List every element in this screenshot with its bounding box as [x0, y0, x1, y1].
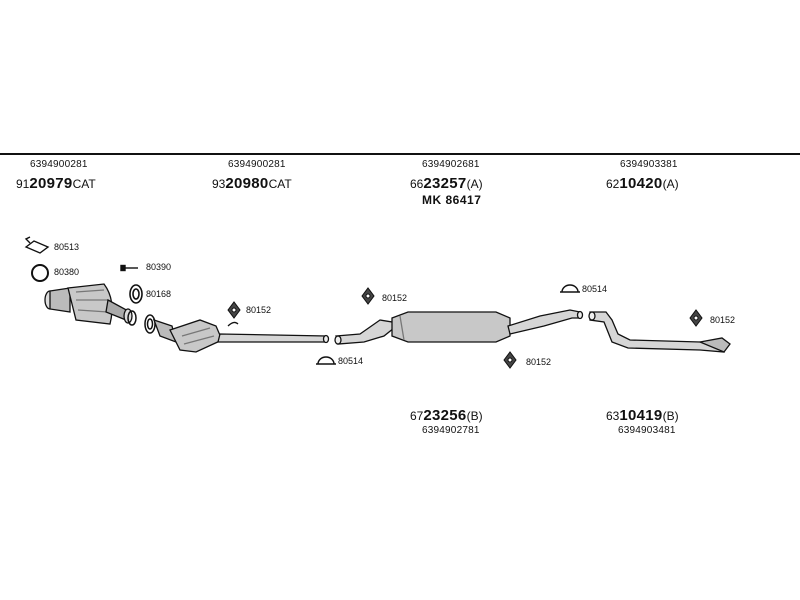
middle-silencer: [334, 309, 584, 345]
hanger-icon-b: [560, 284, 580, 293]
part-number-rear-pipe-b: 6310419(B): [606, 407, 679, 424]
front-catalytic-converter: [44, 283, 133, 325]
rear-pipe: [588, 311, 731, 353]
label-gasket-80513: 80513: [54, 242, 80, 252]
oem-number-rear-pipe-b: 6394903481: [618, 425, 676, 436]
label-hanger-80514-b: 80514: [582, 284, 608, 294]
hanger-icon-a: [316, 356, 336, 365]
flange-gasket-icon: [127, 310, 156, 334]
oem-number-middle-silencer-b: 6394902781: [422, 425, 480, 436]
oem-number-main-cat: 6394900281: [228, 159, 286, 170]
label-clamp-80168: 80168: [146, 289, 172, 299]
part-number-middle-silencer-b: 6723256(B): [410, 407, 483, 424]
rubber-mount-icon-c: [503, 351, 517, 369]
header-rule: [0, 153, 800, 155]
rubber-mount-icon-a: [227, 301, 241, 319]
rubber-mount-icon-d: [689, 309, 703, 327]
oem-number-middle-silencer: 6394902681: [422, 159, 480, 170]
part-number-front-cat: 9120979CAT: [16, 175, 96, 192]
label-mount-80152-d: 80152: [710, 315, 736, 325]
label-bolt-80390: 80390: [146, 262, 172, 272]
part-number-rear-pipe: 6210420(A): [606, 175, 679, 192]
bolt-80390-icon: [120, 264, 138, 272]
gasket-80513-icon: [24, 236, 50, 254]
mk-kit-label: MK 86417: [422, 193, 482, 207]
main-catalytic-converter: [152, 318, 330, 353]
label-hanger-80514-a: 80514: [338, 356, 364, 366]
label-ring-80380: 80380: [54, 267, 80, 277]
ring-80380-icon: [31, 264, 49, 282]
part-number-middle-silencer: 6623257(A): [410, 175, 483, 192]
label-mount-80152-b: 80152: [382, 293, 408, 303]
oem-number-front-cat: 6394900281: [30, 159, 88, 170]
label-mount-80152-c: 80152: [526, 357, 552, 367]
rubber-mount-icon-b: [361, 287, 375, 305]
clamp-80168-icon: [129, 284, 143, 304]
label-mount-80152-a: 80152: [246, 305, 272, 315]
oem-number-rear-pipe: 6394903381: [620, 159, 678, 170]
part-number-main-cat: 9320980CAT: [212, 175, 292, 192]
